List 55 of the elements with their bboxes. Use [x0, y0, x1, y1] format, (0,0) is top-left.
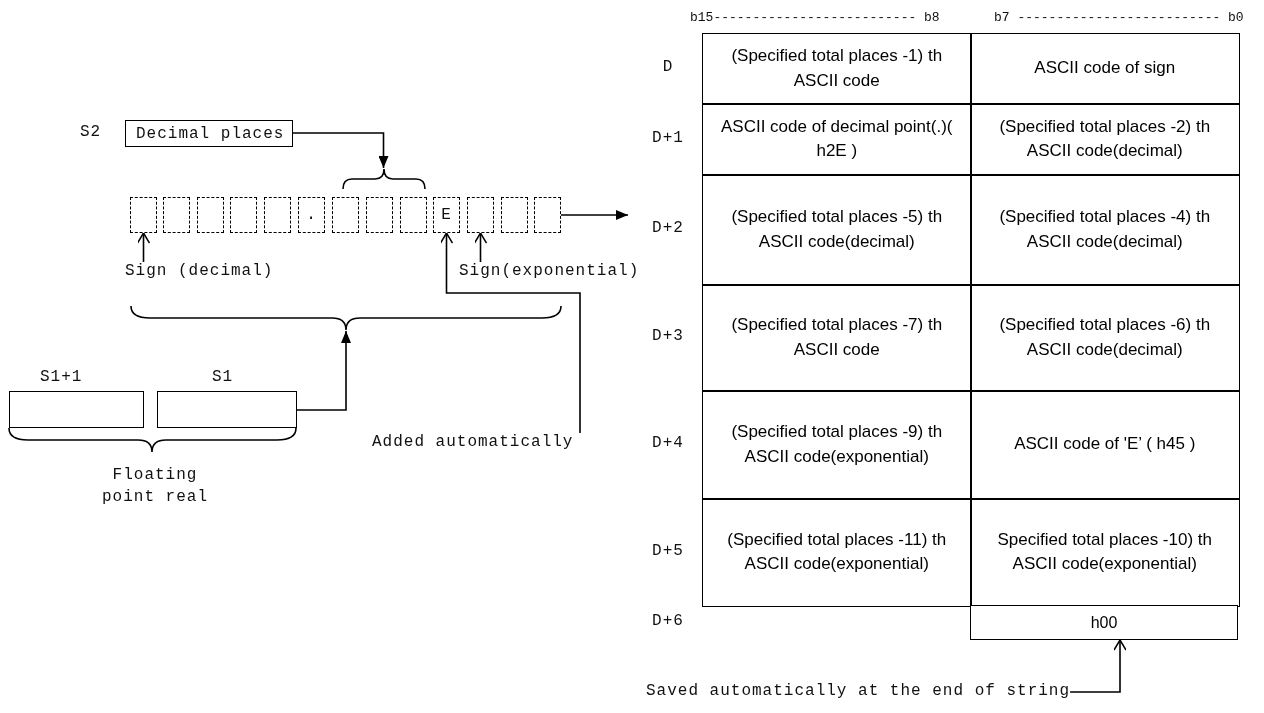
register-label: S1 — [212, 368, 234, 386]
row-label: D+5 — [651, 541, 685, 560]
table-cell: (Specified total places -6) th ASCII code(decimal) — [970, 284, 1240, 392]
callout-text: Sign(exponential) — [459, 262, 640, 280]
character-slot — [230, 197, 257, 233]
bit-range-label: b15-------------------------- b8 — [690, 10, 940, 25]
character-slot — [467, 197, 494, 233]
character-slot — [332, 197, 359, 233]
character-slot — [534, 197, 561, 233]
character-slot — [130, 197, 157, 233]
character-slot — [366, 197, 393, 233]
character-slot — [163, 197, 190, 233]
table-cell: (Specified total places -5) th ASCII code(decimal) — [702, 174, 972, 286]
row-label: D+6 — [651, 612, 685, 630]
table-cell: (Specified total places -7) th ASCII code — [702, 284, 972, 392]
row-label: D+4 — [651, 434, 685, 452]
curly-brace — [342, 168, 426, 190]
register-box — [157, 391, 297, 428]
table-cell: h00 — [970, 605, 1238, 640]
table-cell: ASCII code of 'E’ ( h45 ) — [970, 390, 1240, 500]
table-cell: ASCII code of decimal point(.)( h2E ) — [702, 103, 972, 176]
callout-text: Saved automatically at the end of string — [646, 682, 1071, 700]
row-label: D+3 — [651, 327, 685, 345]
data-type-label: Floating point real — [101, 465, 209, 508]
row-label: D+1 — [651, 128, 685, 147]
table-cell: Specified total places -10) th ASCII code(exponential) — [970, 498, 1240, 607]
row-label: D+2 — [651, 219, 685, 237]
bit-range-label: b7 -------------------------- b0 — [994, 10, 1244, 25]
register-label: S2 — [80, 123, 102, 141]
table-cell: (Specified total places -2) th ASCII code(decimal) — [970, 103, 1240, 176]
arrow — [1069, 639, 1127, 693]
row-label: D — [661, 58, 675, 76]
register-box: Decimal places — [125, 120, 293, 147]
arrow — [439, 232, 581, 434]
arrow — [560, 210, 629, 220]
arrow — [136, 232, 151, 263]
character-slot: . — [298, 197, 325, 233]
character-slot — [264, 197, 291, 233]
callout-text: Added automatically — [372, 433, 574, 451]
character-slot — [501, 197, 528, 233]
table-cell: (Specified total places -11) th ASCII code(exponential) — [702, 498, 972, 607]
arrow — [292, 132, 389, 169]
arrow — [296, 330, 351, 411]
register-box — [9, 391, 144, 428]
curly-brace — [130, 305, 562, 331]
arrow — [473, 232, 488, 263]
table-cell: ASCII code of sign — [970, 33, 1240, 105]
character-slot — [400, 197, 427, 233]
callout-text: Sign (decimal) — [125, 262, 274, 280]
table-cell: (Specified total places -1) th ASCII code — [702, 33, 972, 105]
table-cell: (Specified total places -9) th ASCII code(exponential) — [702, 390, 972, 500]
character-slot — [197, 197, 224, 233]
register-label: S1+1 — [40, 368, 83, 386]
table-cell: (Specified total places -4) th ASCII code(decimal) — [970, 174, 1240, 286]
character-slot: E — [433, 197, 460, 233]
